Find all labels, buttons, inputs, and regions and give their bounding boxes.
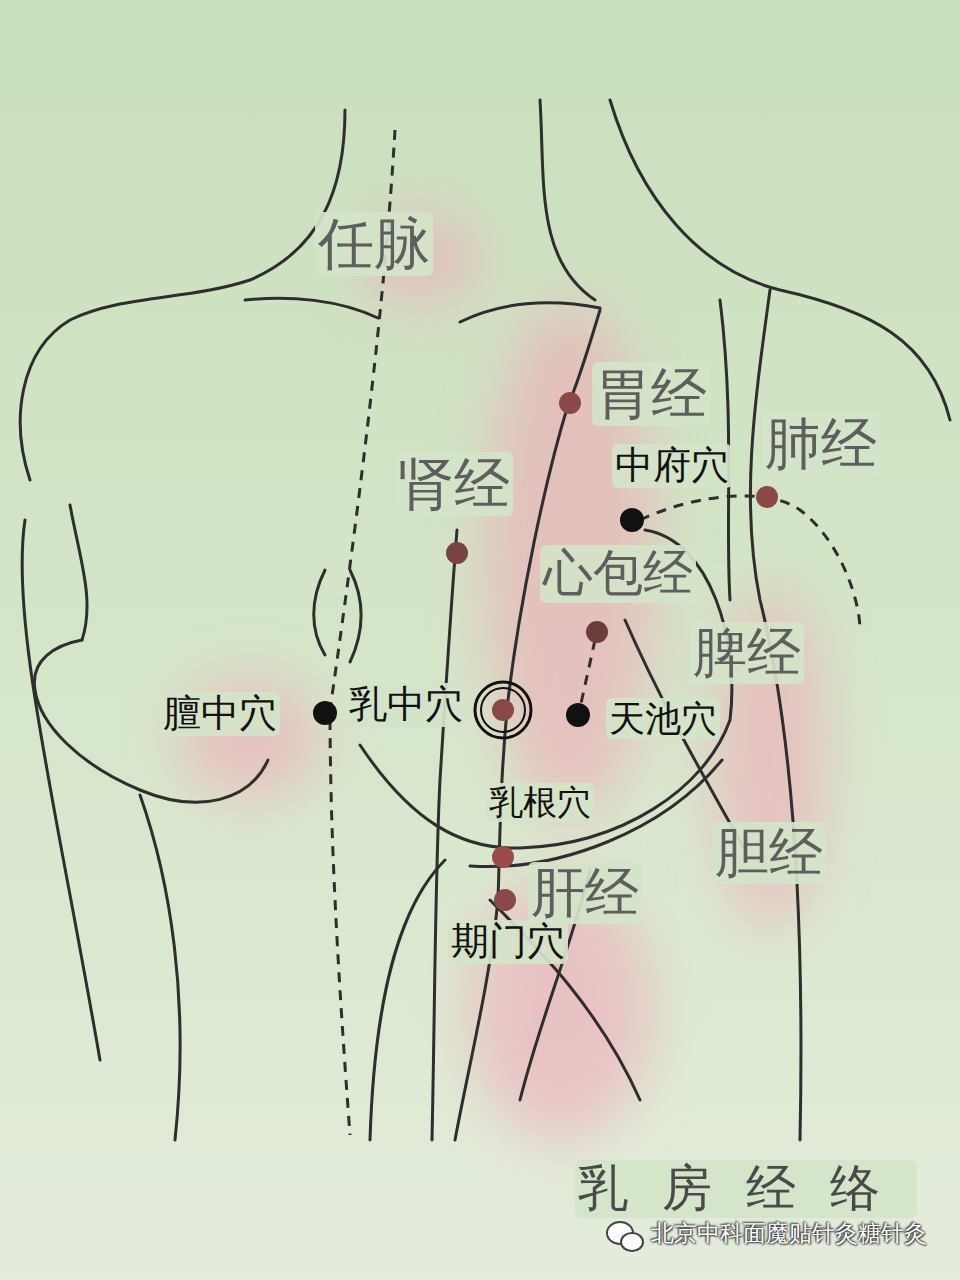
pink-glow [180, 215, 825, 1140]
caption: 乳房经络 [575, 1160, 917, 1218]
acupoint-label: 膻中穴 [160, 692, 280, 736]
acupoint-label: 乳中穴 [346, 683, 466, 727]
watermark-icon [607, 1222, 643, 1251]
meridian-label: 胆经 [712, 822, 826, 884]
body-outline [20, 100, 950, 1140]
meridian-label: 心包经 [540, 545, 696, 603]
acupoint-label: 天池穴 [606, 698, 720, 739]
acupoint-label: 中府穴 [612, 444, 732, 488]
watermark: 北京中科面魔贴针灸糖针灸 [648, 1220, 930, 1246]
meridian-label: 任脉 [315, 212, 433, 276]
meridian-label: 肝经 [528, 862, 642, 924]
meridian-label: 脾经 [690, 622, 804, 684]
acupoint-label: 期门穴 [448, 920, 568, 964]
meridian-label: 肺经 [762, 412, 880, 476]
acupoint-label: 乳根穴 [486, 783, 594, 822]
meridian-label: 肾经 [395, 452, 513, 516]
meridian-label: 胃经 [592, 362, 710, 426]
dashed-meridians [330, 130, 860, 1135]
